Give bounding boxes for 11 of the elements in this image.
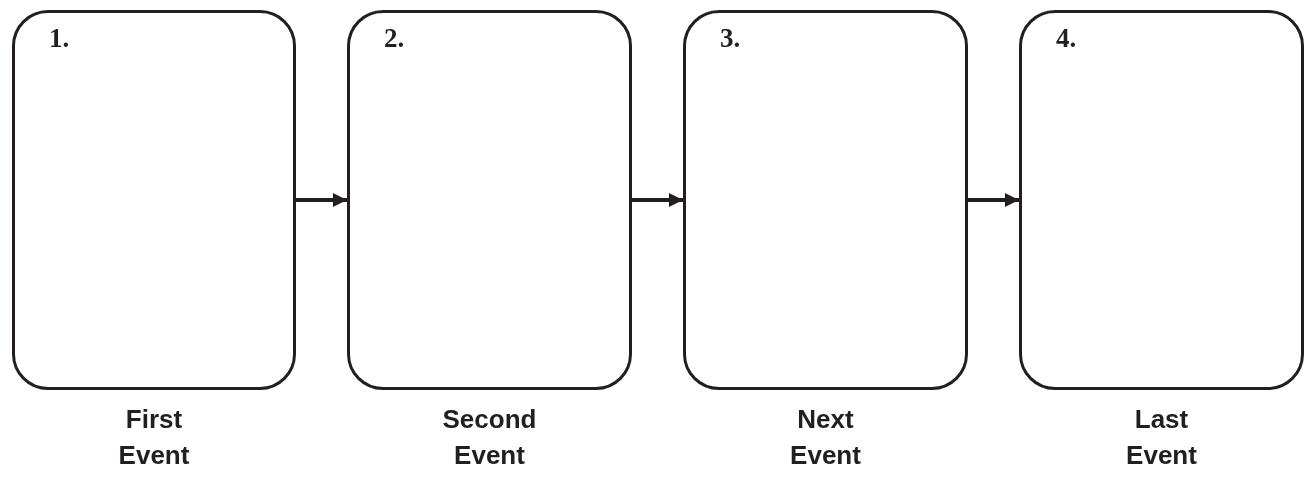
event-caption: Last Event bbox=[1125, 403, 1198, 472]
step-number: 4. bbox=[1056, 23, 1077, 54]
event-caption: Next Event bbox=[789, 403, 862, 472]
event-caption: Second Event bbox=[441, 403, 538, 472]
step-number: 3. bbox=[720, 23, 741, 54]
step-number: 2. bbox=[384, 23, 405, 54]
arrow bbox=[632, 192, 683, 208]
arrow bbox=[968, 192, 1019, 208]
arrow bbox=[296, 192, 347, 208]
step-number: 1. bbox=[49, 23, 70, 54]
event-caption: First Event bbox=[117, 403, 191, 472]
